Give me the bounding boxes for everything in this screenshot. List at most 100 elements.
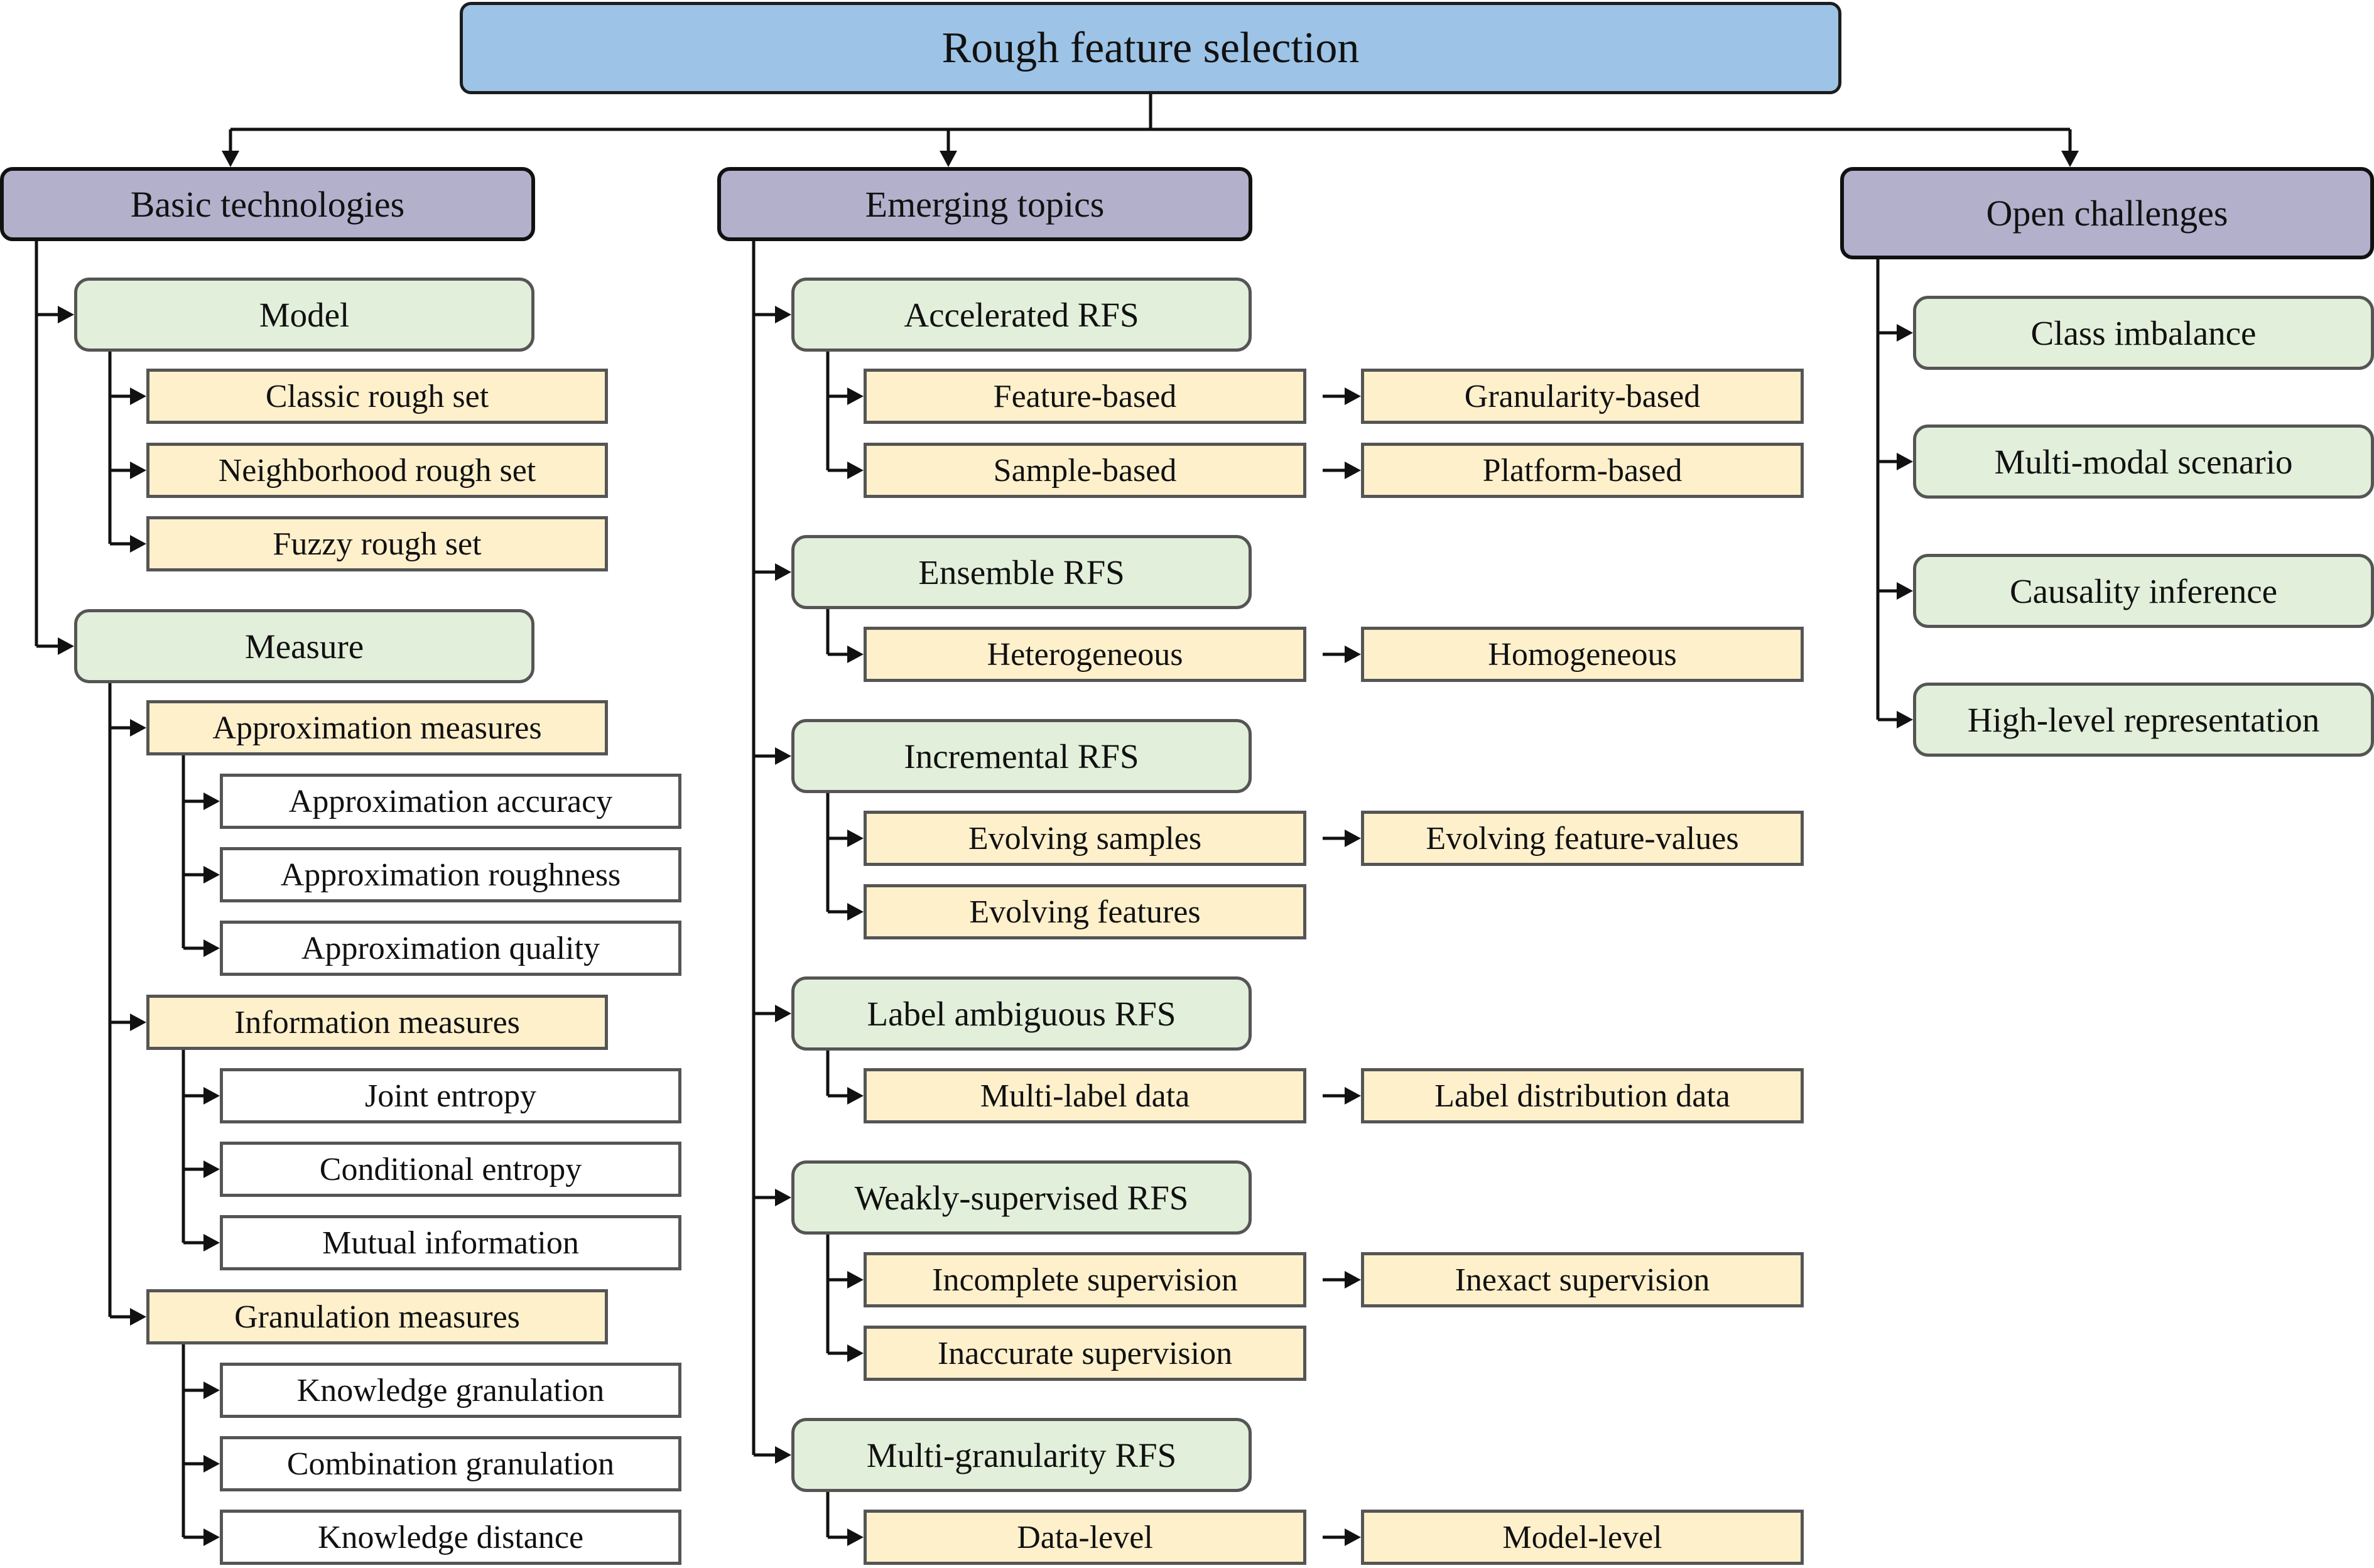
arrowhead-icon [203,1528,220,1546]
arrowhead-icon [130,1014,146,1031]
arrowhead-icon [847,646,864,663]
challenge-label: Class imbalance [2030,313,2257,352]
topic-label-ambiguous-rfs: Label ambiguous RFS [791,976,1252,1051]
arrowhead-icon [1345,462,1361,479]
topic-item-label: Inaccurate supervision [937,1335,1233,1371]
topic-item: Data-level [864,1510,1306,1565]
arrowhead-icon [775,563,791,581]
model-item: Fuzzy rough set [146,516,608,571]
subtopic-measure: Measure [74,609,534,683]
arrowhead-icon [775,747,791,765]
measure-group: Information measures [146,995,608,1050]
topic-item-label: Platform-based [1482,452,1683,489]
category-label: Open challenges [1986,193,2228,234]
topic-item-label: Multi-label data [980,1078,1190,1114]
arrowhead-icon [847,1271,864,1289]
arrowhead-icon [847,830,864,847]
arrowhead-icon [847,1528,864,1546]
measure-item-label: Joint entropy [365,1078,536,1114]
topic-item: Evolving features [864,884,1306,939]
subtopic-model: Model [74,278,534,352]
arrowhead-icon [1345,387,1361,405]
topic-item: Multi-label data [864,1068,1306,1123]
measure-item: Conditional entropy [220,1142,681,1197]
measure-group: Approximation measures [146,700,608,755]
topic-label: Label ambiguous RFS [867,994,1176,1033]
arrowhead-icon [1345,1271,1361,1289]
measure-item-label: Knowledge distance [317,1519,584,1555]
arrowhead-icon [775,1446,791,1464]
measure-item: Approximation quality [220,921,681,976]
category-basic-technologies: Basic technologies [0,167,535,241]
arrowhead-icon [847,462,864,479]
arrowhead-icon [203,1087,220,1105]
arrowhead-icon [1897,453,1913,470]
measure-item-label: Approximation accuracy [288,783,613,819]
topic-item: Sample-based [864,443,1306,498]
measure-group: Granulation measures [146,1289,608,1344]
arrowhead-icon [940,151,957,167]
subtopic-label: Model [259,295,350,334]
topic-item-label: Incomplete supervision [932,1262,1238,1298]
measure-group-label: Approximation measures [212,710,542,746]
topic-item: Incomplete supervision [864,1252,1306,1307]
measure-item: Knowledge distance [220,1510,681,1565]
arrowhead-icon [203,939,220,957]
topic-item-label: Granularity-based [1464,378,1701,414]
topic-item-related: Homogeneous [1361,627,1804,682]
model-item: Classic rough set [146,369,608,424]
arrowhead-icon [1897,324,1913,342]
arrowhead-icon [203,1234,220,1252]
topic-item-label: Heterogeneous [987,636,1183,673]
arrowhead-icon [58,306,74,323]
arrowhead-icon [203,866,220,884]
root-node: Rough feature selection [460,2,1841,94]
topic-item-related: Granularity-based [1361,369,1804,424]
arrowhead-icon [847,1344,864,1362]
arrowhead-icon [847,903,864,921]
measure-item-label: Approximation roughness [280,857,621,893]
arrowhead-icon [130,535,146,553]
topic-item-label: Evolving feature-values [1426,820,1739,857]
topic-item: Inaccurate supervision [864,1326,1306,1381]
measure-item: Approximation roughness [220,847,681,902]
arrowhead-icon [203,792,220,810]
measure-item: Joint entropy [220,1068,681,1123]
measure-item-label: Combination granulation [286,1446,615,1482]
measure-item-label: Conditional entropy [319,1151,582,1187]
arrowhead-icon [1345,646,1361,663]
topic-item-label: Label distribution data [1434,1078,1730,1114]
subtopic-label: Measure [244,627,364,666]
topic-item: Heterogeneous [864,627,1306,682]
measure-item: Knowledge granulation [220,1363,681,1418]
topic-weakly-supervised-rfs: Weakly-supervised RFS [791,1160,1252,1235]
arrowhead-icon [2061,151,2079,167]
category-open-challenges: Open challenges [1840,167,2374,259]
topic-item-related: Label distribution data [1361,1068,1804,1123]
arrowhead-icon [130,1308,146,1326]
challenge-item: Causality inference [1913,554,2374,628]
measure-item: Approximation accuracy [220,774,681,829]
arrowhead-icon [130,719,146,737]
measure-item-label: Approximation quality [301,930,600,966]
arrowhead-icon [130,387,146,405]
model-item-label: Fuzzy rough set [273,526,482,562]
measure-group-label: Granulation measures [234,1299,520,1335]
topic-ensemble-rfs: Ensemble RFS [791,535,1252,609]
arrowhead-icon [58,637,74,655]
arrowhead-icon [203,1455,220,1473]
arrowhead-icon [203,1381,220,1399]
measure-item-label: Mutual information [322,1225,579,1261]
measure-item: Combination granulation [220,1436,681,1491]
topic-item-label: Homogeneous [1488,636,1677,673]
challenge-label: High-level representation [1967,700,2320,739]
topic-item-related: Inexact supervision [1361,1252,1804,1307]
topic-item-label: Feature-based [993,378,1177,414]
arrowhead-icon [1897,711,1913,728]
arrowhead-icon [775,306,791,323]
challenge-label: Multi-modal scenario [1994,442,2293,481]
root-label: Rough feature selection [941,23,1360,72]
topic-item-related: Evolving feature-values [1361,811,1804,866]
